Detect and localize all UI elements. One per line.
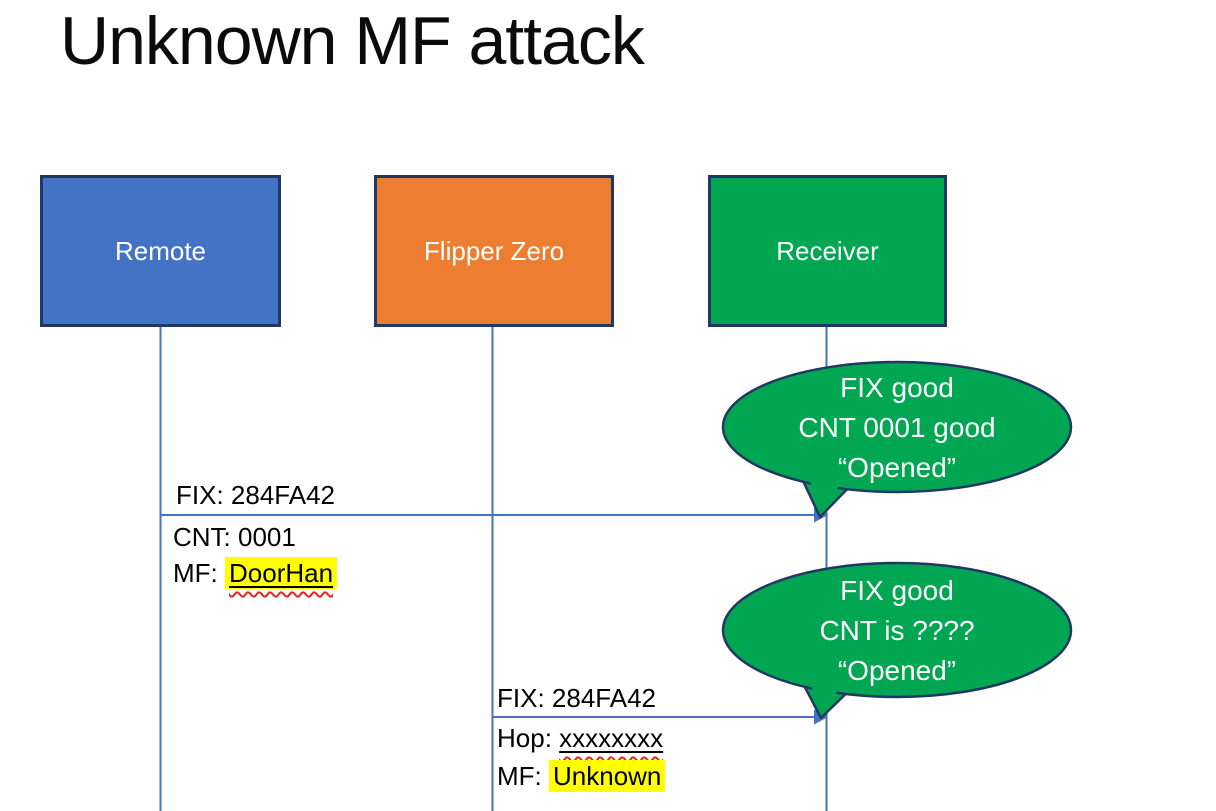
callout-2-text: FIX good CNT is ???? “Opened”	[723, 571, 1071, 691]
actor-box-remote: Remote	[40, 175, 281, 327]
message-2-fix-label: FIX: 284FA42	[497, 682, 656, 714]
message-1-mf-label: MF: DoorHan	[173, 557, 338, 589]
callout-1-text: FIX good CNT 0001 good “Opened”	[723, 368, 1071, 488]
callout-bubble-2-joint	[803, 664, 853, 712]
callout-1-line-1: FIX good	[840, 372, 954, 403]
callout-bubble-2	[721, 561, 1073, 720]
message-2-hop-value: xxxxxxxx	[559, 723, 664, 753]
callout-bubble-1-ellipse	[721, 360, 1073, 494]
message-2-hop-spellcheck: xxxxxxxx	[559, 723, 663, 753]
actor-label-receiver: Receiver	[776, 235, 879, 266]
message-1-mf-value-highlighted: DoorHan	[225, 557, 338, 589]
message-1-fix-label: FIX: 284FA42	[176, 479, 335, 511]
callout-1-line-2: CNT 0001 good	[798, 412, 996, 443]
actor-box-receiver: Receiver	[708, 175, 947, 327]
message-2-mf-label: MF: Unknown	[497, 760, 666, 792]
callout-1-line-3: “Opened”	[837, 452, 957, 483]
callout-bubble-2-ellipse	[721, 561, 1073, 699]
callout-bubble-1-joint	[803, 460, 853, 511]
callout-bubble-1	[721, 360, 1073, 519]
message-2-hop-label: Hop: xxxxxxxx	[497, 722, 663, 754]
actor-label-remote: Remote	[114, 235, 207, 266]
actor-label-flipper-zero: Flipper Zero	[423, 235, 565, 266]
message-2-mf-prefix: MF:	[497, 761, 549, 791]
message-1-cnt-label: CNT: 0001	[173, 521, 296, 553]
message-2-fix-text: FIX: 284FA42	[497, 683, 656, 713]
slide-title: Unknown MF attack	[60, 3, 645, 79]
callout-2-line-3: “Opened”	[837, 655, 957, 686]
message-2-hop-prefix: Hop:	[497, 723, 560, 753]
callout-2-line-1: FIX good	[840, 575, 954, 606]
message-1-mf-spellcheck: DoorHan	[225, 557, 338, 589]
message-1-fix-text: FIX: 284FA42	[176, 480, 335, 510]
message-2-mf-value-highlighted: Unknown	[549, 760, 666, 792]
message-1-cnt-text: CNT: 0001	[173, 522, 296, 552]
callout-2-line-2: CNT is ????	[819, 615, 975, 646]
actor-box-flipper-zero: Flipper Zero	[374, 175, 614, 327]
message-1-mf-prefix: MF:	[173, 558, 225, 588]
